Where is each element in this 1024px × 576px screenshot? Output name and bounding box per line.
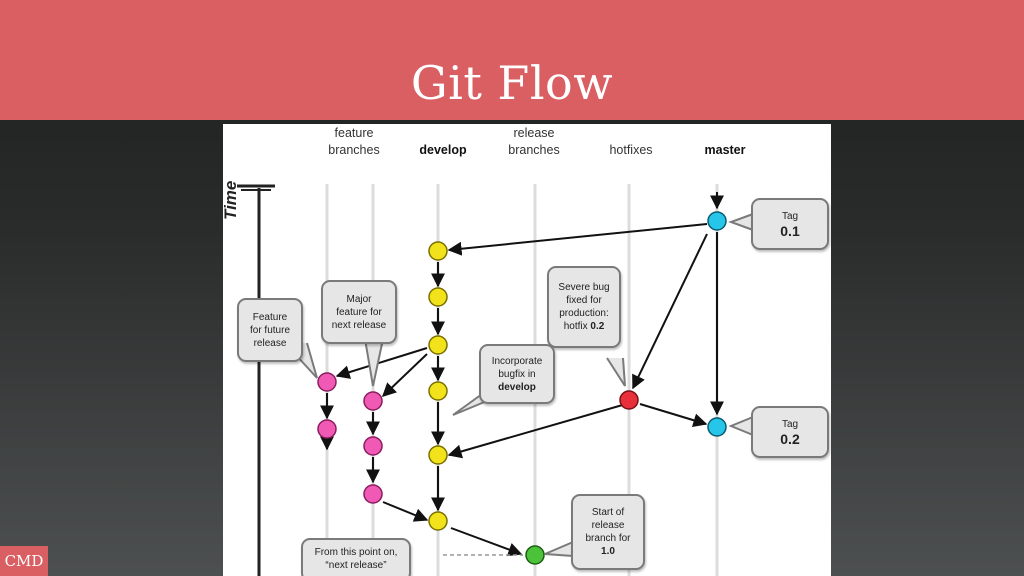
bubble-text: branch for xyxy=(585,533,631,544)
master-commits xyxy=(707,211,727,437)
feature-commits xyxy=(317,372,383,504)
bubble-text-bold: develop xyxy=(498,381,536,393)
tag-label: Tag xyxy=(781,211,799,222)
column-develop: develop xyxy=(419,143,467,157)
bubble-severe-bug: Severe bug fixed for production: hotfix … xyxy=(547,266,621,348)
slide-title: Git Flow xyxy=(410,56,614,110)
slide-header: Git Flow xyxy=(0,0,1024,120)
column-feature-line1: feature xyxy=(334,126,374,140)
bubble-text: Severe bug xyxy=(558,282,610,293)
tag-version: 0.1 xyxy=(780,223,800,239)
bubble-text: for future xyxy=(249,324,291,336)
column-release-line1: release xyxy=(513,126,555,140)
bubble-text: fixed for xyxy=(566,295,602,306)
bubble-tag-0-1: Tag 0.1 xyxy=(751,198,829,250)
bubble-incorporate-bugfix: Incorporate bugfix in develop xyxy=(479,344,555,404)
time-axis xyxy=(237,184,275,576)
git-flow-diagram: feature branches develop release branche… xyxy=(223,124,831,576)
bubble-text: production: xyxy=(559,308,609,319)
column-hotfixes: hotfixes xyxy=(609,143,653,157)
column-release-branches: release branches xyxy=(495,125,573,159)
diagram-graphics xyxy=(237,184,754,576)
column-release-line2: branches xyxy=(508,143,560,157)
bubble-text: feature for xyxy=(336,306,382,318)
column-feature-branches: feature branches xyxy=(315,125,393,159)
bubble-text: hotfix 0.2 xyxy=(564,320,605,333)
column-master: master xyxy=(704,143,746,157)
hotfix-commit xyxy=(619,390,639,410)
bubble-text: From this point on, xyxy=(314,547,398,558)
bubble-tag-0-2: Tag 0.2 xyxy=(751,406,829,458)
bubble-start-release: Start of release branch for 1.0 xyxy=(571,494,645,570)
bubble-text: Incorporate xyxy=(491,355,543,367)
bubble-major-feature: Major feature for next release xyxy=(321,280,397,344)
bubble-text: Major xyxy=(346,293,372,305)
bubble-text: release xyxy=(591,520,625,531)
column-feature-line2: branches xyxy=(328,143,380,157)
bubble-text: Feature xyxy=(252,311,288,323)
commit-arrows xyxy=(320,192,724,557)
bubble-from-this-point: From this point on, “next release” xyxy=(301,538,411,576)
bubble-feature-future-release: Feature for future release xyxy=(237,298,303,362)
hotfix-version: 0.2 xyxy=(590,321,605,332)
bubble-text: bugfix in xyxy=(498,368,536,380)
bubble-text-prefix: hotfix xyxy=(563,321,591,332)
bubble-text: next release xyxy=(331,319,387,331)
cmd-logo-badge: CMD xyxy=(0,546,48,576)
release-version: 1.0 xyxy=(601,546,615,557)
bubble-text: release xyxy=(253,337,287,349)
time-axis-label: Time xyxy=(223,180,240,220)
release-commit xyxy=(525,545,545,565)
bubble-text: Start of xyxy=(591,507,625,518)
bubble-text: “next release” xyxy=(325,560,387,571)
tag-label: Tag xyxy=(781,419,799,430)
develop-commits xyxy=(428,241,448,531)
tag-version: 0.2 xyxy=(780,431,800,447)
